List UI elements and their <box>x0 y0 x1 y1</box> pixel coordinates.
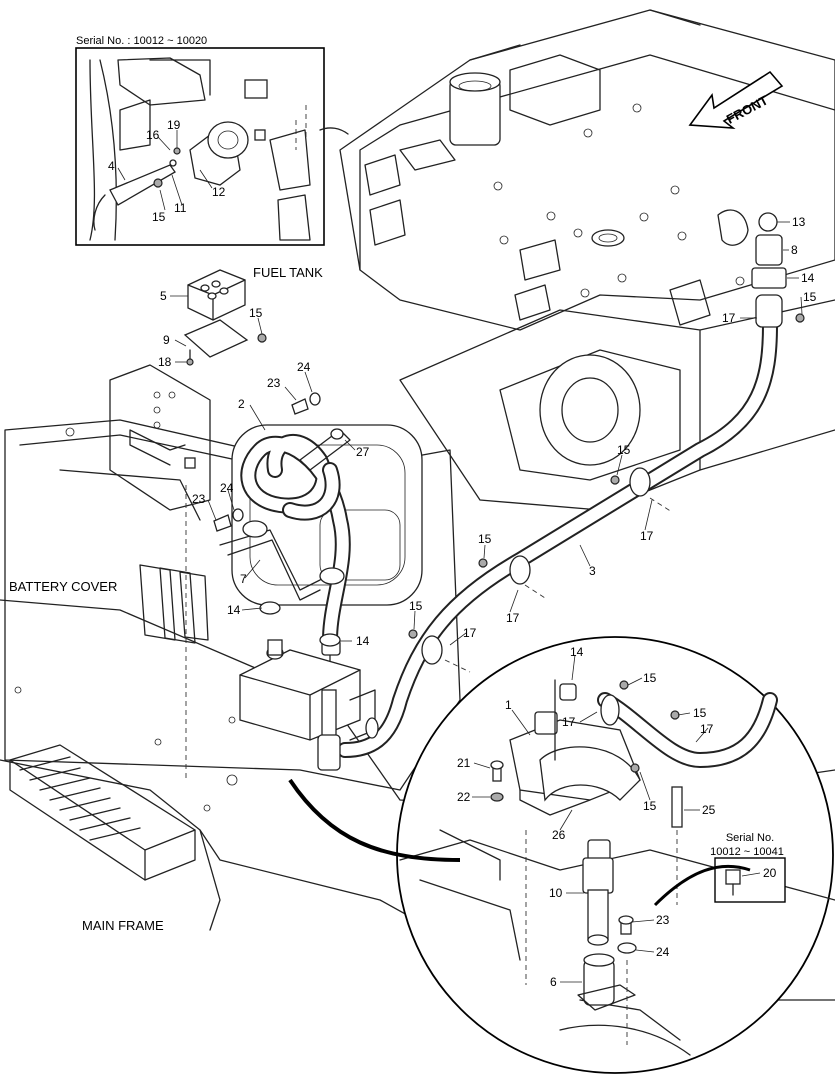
callout-26: 26 <box>552 828 566 842</box>
battery-cover-label: BATTERY COVER <box>9 579 117 594</box>
inset-serial-10012-10041: Serial No. 10012 ~ 10041 <box>710 832 786 903</box>
callout-24: 24 <box>220 481 234 495</box>
callout-15: 15 <box>409 599 423 613</box>
callout-20: 20 <box>763 866 777 880</box>
fuel-tank-label: FUEL TANK <box>253 265 323 280</box>
fuel-return-hose <box>240 433 351 648</box>
callout-23: 23 <box>192 492 206 506</box>
callout-17: 17 <box>722 311 736 325</box>
callout-15: 15 <box>249 306 263 320</box>
callout-17: 17 <box>562 715 576 729</box>
callout-24: 24 <box>656 945 670 959</box>
bolts-washers <box>213 392 321 532</box>
callout-23: 23 <box>656 913 670 927</box>
callout-5: 5 <box>160 289 167 303</box>
callout-21: 21 <box>457 756 471 770</box>
leader-arrows <box>288 778 751 907</box>
callout-18: 18 <box>158 355 172 369</box>
fuel-pump-assembly <box>239 601 379 771</box>
callout-10: 10 <box>549 886 563 900</box>
callout-17: 17 <box>463 626 477 640</box>
callout-14: 14 <box>801 271 815 285</box>
callout-6: 6 <box>550 975 557 989</box>
front-direction-arrow: FRONT <box>688 70 784 129</box>
main-frame-label: MAIN FRAME <box>82 918 164 933</box>
callout-8: 8 <box>791 243 798 257</box>
callout-17: 17 <box>640 529 654 543</box>
callout-17: 17 <box>700 722 714 736</box>
callout-4: 4 <box>108 159 115 173</box>
callout-1: 1 <box>505 698 512 712</box>
fuel-sender-unit <box>109 269 267 780</box>
callout-7: 7 <box>240 572 247 586</box>
callout-15: 15 <box>643 799 657 813</box>
callout-leaders <box>117 130 803 983</box>
callout-12: 12 <box>212 185 226 199</box>
callout-2: 2 <box>238 397 245 411</box>
callout-16: 16 <box>146 128 160 142</box>
callout-14: 14 <box>570 645 584 659</box>
inset-serial-10012-10020: Serial No. : 10012 ~ 10020 <box>75 35 349 246</box>
inset-box-serial-label: Serial No. <box>726 832 774 844</box>
inset-box-serial-range: 10012 ~ 10041 <box>710 846 784 858</box>
callout-25: 25 <box>702 803 716 817</box>
callout-3: 3 <box>589 564 596 578</box>
mounting-bracket <box>219 428 351 601</box>
callout-23: 23 <box>267 376 281 390</box>
callout-15: 15 <box>803 290 817 304</box>
callout-14: 14 <box>227 603 241 617</box>
callout-15: 15 <box>643 671 657 685</box>
callout-14: 14 <box>356 634 370 648</box>
callout-labels: 16 19 4 12 15 11 13 8 14 15 17 5 15 9 18… <box>108 118 817 989</box>
callout-22: 22 <box>457 790 471 804</box>
callout-15: 15 <box>478 532 492 546</box>
inset-serial-label: Serial No. : 10012 ~ 10020 <box>76 35 207 47</box>
callout-17: 17 <box>506 611 520 625</box>
hose-clamps <box>408 313 805 673</box>
callout-11: 11 <box>174 201 187 215</box>
callout-27: 27 <box>356 445 370 459</box>
callout-9: 9 <box>163 333 170 347</box>
callout-24: 24 <box>297 360 311 374</box>
callout-19: 19 <box>167 118 181 132</box>
detail-circle <box>396 636 835 1074</box>
callout-13: 13 <box>792 215 806 229</box>
fuel-hose-main <box>337 209 787 758</box>
callout-15: 15 <box>693 706 707 720</box>
callout-15: 15 <box>617 443 631 457</box>
callout-15: 15 <box>152 210 166 224</box>
